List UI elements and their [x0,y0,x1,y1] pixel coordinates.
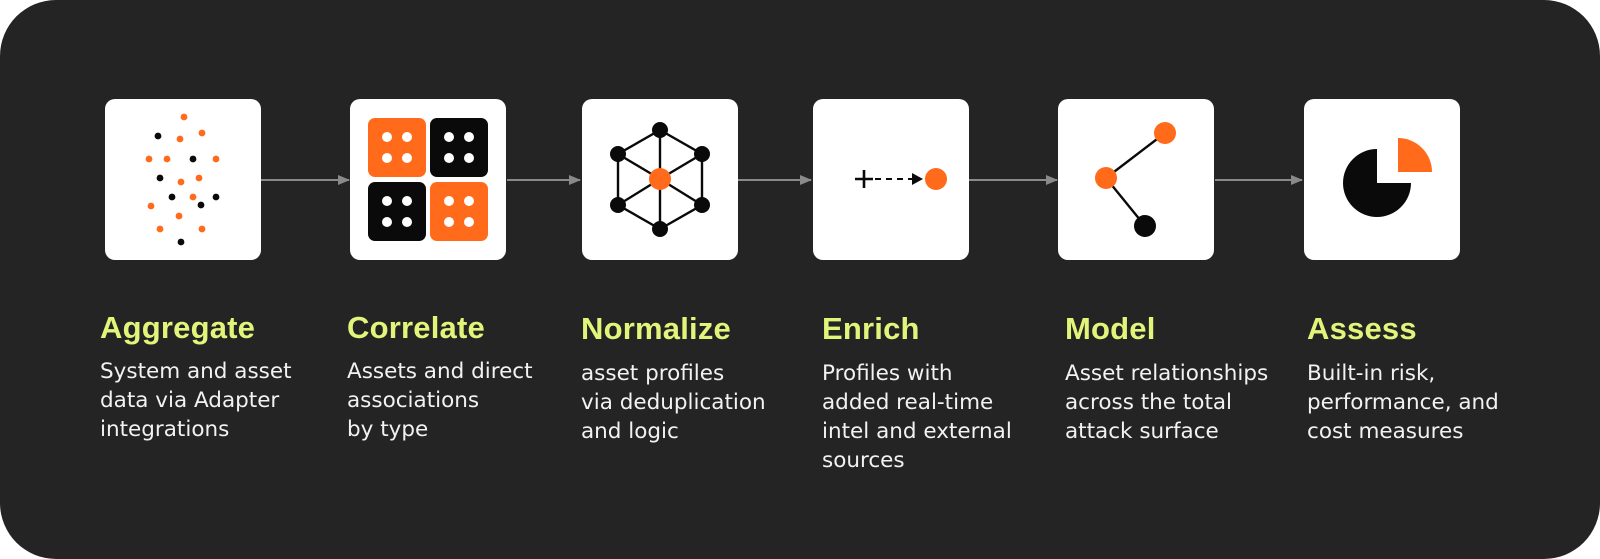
step-title-enrich: Enrich [822,311,920,346]
aggregate-card [105,99,261,260]
desc-line: attack surface [1065,419,1219,444]
step-title-assess: Assess [1307,311,1417,346]
step-desc-enrich: Profiles with added real-time intel and … [822,359,1042,475]
step-title-correlate: Correlate [347,310,485,345]
assess-card [1304,99,1460,260]
desc-line: System and asset [100,359,292,384]
desc-line: added real-time [822,390,994,415]
step-desc-aggregate: System and asset data via Adapter integr… [100,357,320,444]
step-desc-assess: Built-in risk, performance, and cost mea… [1307,359,1527,446]
enrich-card [813,99,969,260]
desc-line: asset profiles [581,361,725,386]
scattered-dots-icon [145,113,220,246]
node-graph-icon [1095,122,1176,237]
desc-line: by type [347,417,429,442]
step-title-model: Model [1065,311,1156,346]
model-card [1058,99,1214,260]
desc-line: data via Adapter [100,388,280,413]
desc-line: and logic [581,419,679,444]
pie-chart-icon [1343,138,1432,217]
plus-arrow-dot-icon [855,168,947,190]
desc-line: associations [347,388,480,413]
desc-line: Asset relationships [1065,361,1269,386]
desc-line: via deduplication [581,390,766,415]
desc-line: Built-in risk, [1307,361,1436,386]
desc-line: across the total [1065,390,1233,415]
normalize-card [582,99,738,260]
desc-line: Profiles with [822,361,953,386]
desc-line: cost measures [1307,419,1464,444]
desc-line: performance, and [1307,390,1499,415]
desc-line: sources [822,448,905,473]
step-title-normalize: Normalize [581,311,731,346]
desc-line: intel and external [822,419,1012,444]
correlate-card [350,99,506,260]
hexagon-network-icon [610,122,710,237]
desc-line: integrations [100,417,230,442]
step-title-aggregate: Aggregate [100,310,256,345]
dice-grid-icon [368,118,488,241]
step-desc-model: Asset relationships across the total att… [1065,359,1285,446]
desc-line: Assets and direct [347,359,533,384]
step-desc-normalize: asset profiles via deduplication and log… [581,359,801,446]
step-desc-correlate: Assets and direct associations by type [347,357,567,444]
